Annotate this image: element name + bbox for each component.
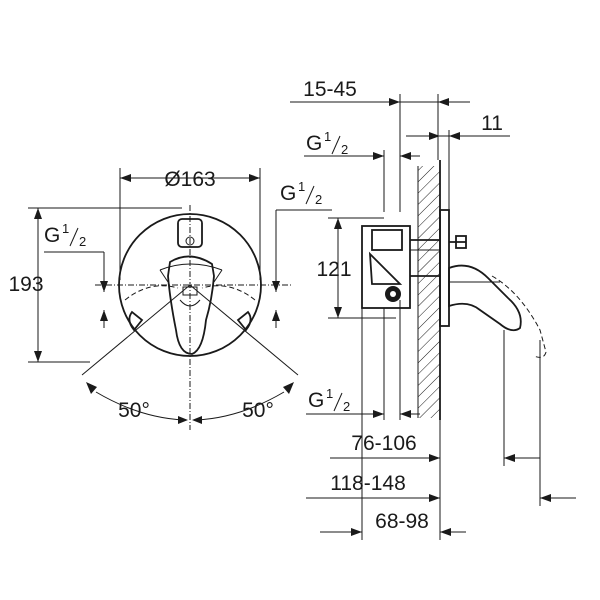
handle-top-arc bbox=[159, 263, 223, 271]
angle-arc-left bbox=[95, 391, 185, 421]
thread-top-sub: 2 bbox=[341, 142, 348, 157]
angle-line-right bbox=[189, 284, 299, 376]
swivel-arc-left bbox=[124, 285, 179, 301]
handle-body bbox=[167, 255, 215, 355]
wall-hatch bbox=[418, 166, 440, 418]
thread-right-base: G bbox=[280, 182, 296, 205]
height-label: 193 bbox=[8, 273, 43, 296]
valve-upper-port bbox=[371, 229, 403, 251]
handle-side bbox=[448, 264, 522, 332]
dim-118-148-label: 118-148 bbox=[330, 472, 406, 495]
dim-76-106-label: 76-106 bbox=[351, 432, 416, 455]
handle-lower-shape bbox=[179, 299, 201, 307]
thread-bottom-base: G bbox=[308, 389, 324, 412]
diverter-knob-hole bbox=[185, 236, 195, 246]
angle-left-label: 50° bbox=[118, 399, 150, 422]
handle-side-right bbox=[213, 269, 223, 283]
valve-body bbox=[361, 225, 411, 309]
side-view: 15-45 11 G 1 2 121 G 1 2 bbox=[290, 78, 576, 540]
thread-right-sup: 1 bbox=[298, 179, 305, 194]
thread-bottom-sub: 2 bbox=[343, 399, 350, 414]
thread-left-sub: 2 bbox=[79, 234, 86, 249]
angle-line-left bbox=[81, 284, 191, 376]
angle-arc-right bbox=[195, 391, 285, 421]
thread-right-sub: 2 bbox=[315, 192, 322, 207]
diameter-label: Ø163 bbox=[164, 168, 215, 191]
front-view: Ø163 193 G 1 2 G 1 2 bbox=[8, 168, 332, 430]
thread-left-base: G bbox=[44, 224, 60, 247]
swivel-arc-right bbox=[201, 285, 256, 301]
wall-range-label: 15-45 bbox=[303, 78, 357, 101]
rosette-plate bbox=[439, 209, 450, 327]
thread-bottom-sup: 1 bbox=[326, 386, 333, 401]
lug-left bbox=[128, 310, 144, 332]
angle-right-label: 50° bbox=[242, 399, 274, 422]
inlet-height-label: 121 bbox=[316, 258, 351, 281]
handle-swing-path bbox=[491, 275, 547, 358]
lug-right bbox=[236, 310, 252, 332]
diverter-knob bbox=[177, 218, 203, 248]
rosette-depth-label: 11 bbox=[481, 112, 503, 135]
dim-68-98-label: 68-98 bbox=[375, 510, 429, 533]
thread-top-sup: 1 bbox=[324, 129, 331, 144]
thread-top-base: G bbox=[306, 132, 322, 155]
thread-left-sup: 1 bbox=[62, 221, 69, 236]
handle-side-left bbox=[159, 269, 169, 283]
